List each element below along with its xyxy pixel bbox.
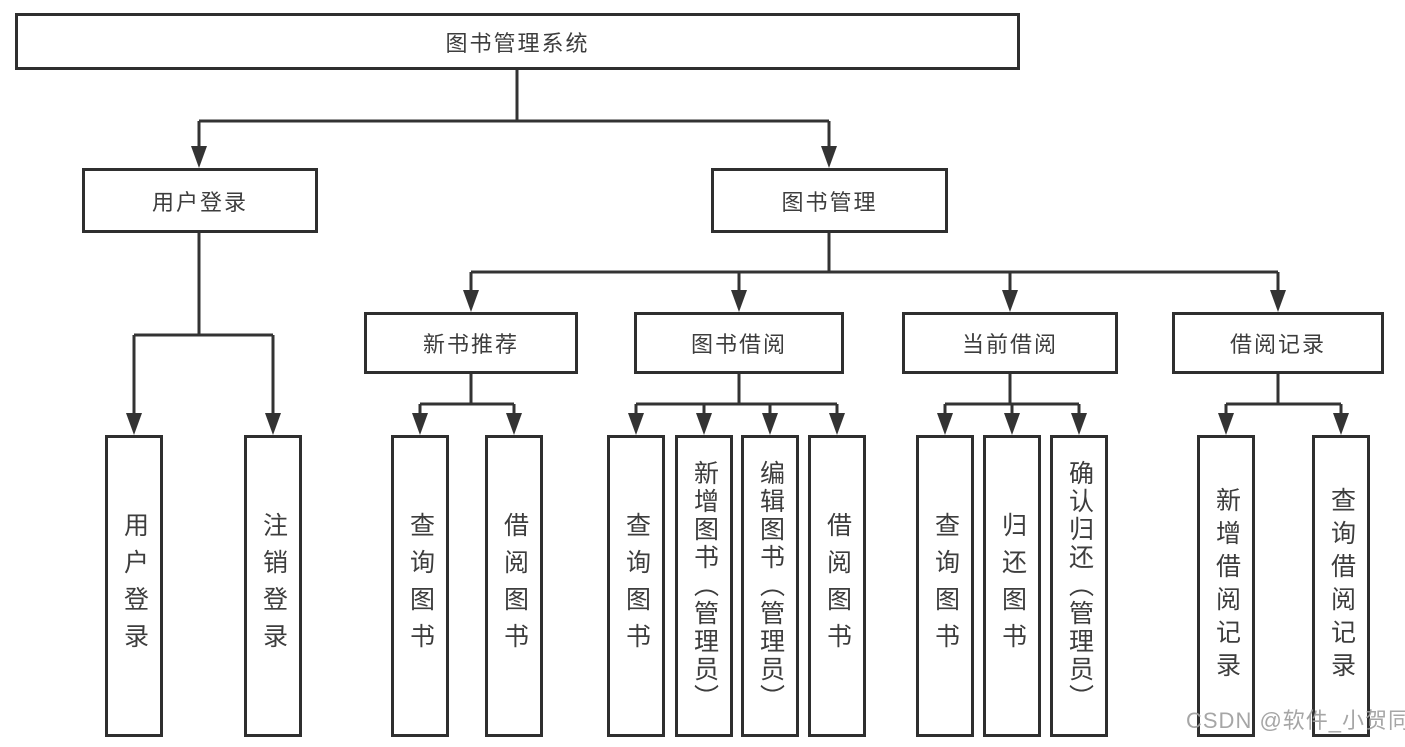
node-label: 当前借阅: [961, 332, 1058, 357]
node-label: 查询图书: [406, 512, 435, 660]
node-label: 新增借阅记录: [1212, 487, 1241, 685]
node-edit-book-admin: 编辑图书（管理员）: [741, 435, 799, 737]
node-label: 编辑图书（管理员）: [756, 460, 785, 712]
node-query-borrow-record: 查询借阅记录: [1312, 435, 1370, 737]
node-add-book-admin: 新增图书（管理员）: [675, 435, 733, 737]
node-label: 图书管理系统: [445, 30, 590, 56]
node-confirm-return-admin: 确认归还（管理员）: [1050, 435, 1108, 737]
node-current-borrow: 当前借阅: [902, 312, 1118, 374]
node-label: 查询图书: [931, 512, 960, 660]
node-label: 借阅图书: [500, 512, 529, 660]
node-label: 查询借阅记录: [1327, 487, 1356, 685]
node-new-book-recommend: 新书推荐: [364, 312, 578, 374]
node-query-books-1: 查询图书: [391, 435, 449, 737]
node-label: 确认归还（管理员）: [1065, 460, 1094, 712]
node-return-book: 归还图书: [983, 435, 1041, 737]
node-logout: 注销登录: [244, 435, 302, 737]
node-query-books-3: 查询图书: [916, 435, 974, 737]
node-borrow-books-2: 借阅图书: [808, 435, 866, 737]
node-query-books-2: 查询图书: [607, 435, 665, 737]
node-label: 新增图书（管理员）: [690, 460, 719, 712]
node-book-borrow: 图书借阅: [634, 312, 844, 374]
node-label: 新书推荐: [422, 332, 519, 357]
node-label: 借阅图书: [823, 512, 852, 660]
node-user-login-leaf: 用户登录: [105, 435, 163, 737]
node-label: 查询图书: [622, 512, 651, 660]
node-label: 图书借阅: [690, 332, 787, 357]
csdn-watermark: CSDN @软件_小贺同学: [1186, 708, 1405, 733]
node-label: 图书管理: [781, 189, 878, 215]
node-add-borrow-record: 新增借阅记录: [1197, 435, 1255, 737]
node-user-login: 用户登录: [82, 168, 318, 233]
node-label: 用户登录: [151, 189, 248, 215]
node-label: 注销登录: [259, 512, 288, 660]
node-label: 用户登录: [120, 512, 149, 660]
node-label: 归还图书: [998, 512, 1027, 660]
node-borrow-books-1: 借阅图书: [485, 435, 543, 737]
node-borrow-record: 借阅记录: [1172, 312, 1384, 374]
node-book-management: 图书管理: [711, 168, 948, 233]
node-library-management-system: 图书管理系统: [15, 13, 1020, 70]
node-label: 借阅记录: [1229, 332, 1326, 357]
